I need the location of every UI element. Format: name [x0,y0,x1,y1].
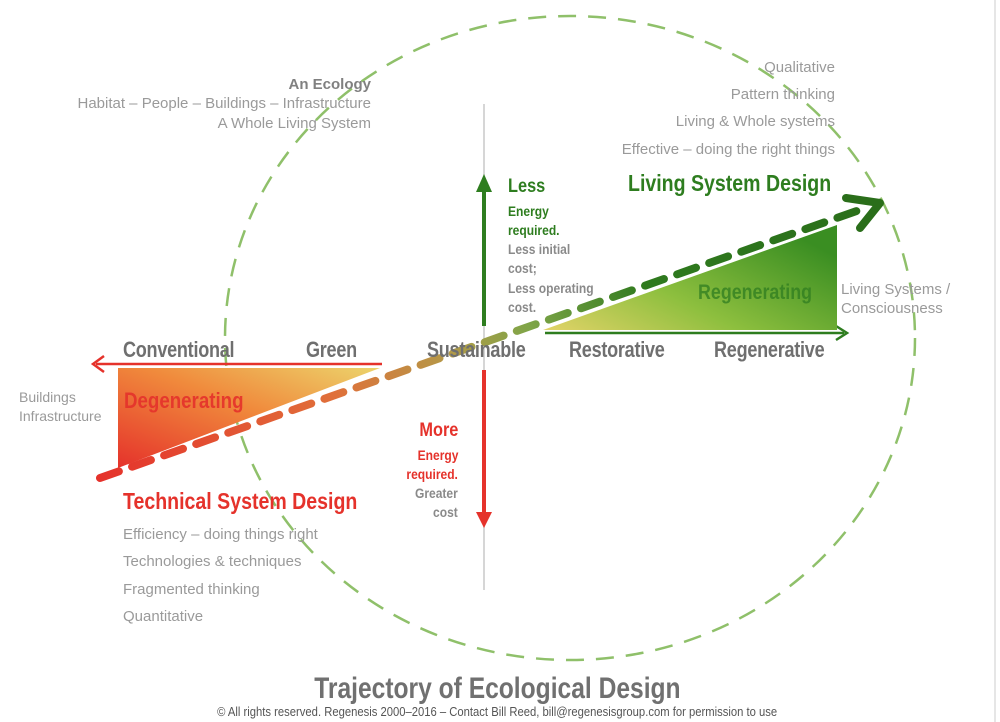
quality-technologies: Technologies & techniques [123,553,302,570]
right-endpoint-label: Living Systems / Consciousness [841,280,950,318]
more-required-text: required. [406,466,458,482]
more-energy-text: Energy [417,447,458,463]
more-greater-text: Greater [415,485,458,501]
ecology-line-1: Habitat – People – Buildings – Infrastru… [77,95,371,112]
ecology-boundary-circle [223,14,917,662]
living-system-design-heading: Living System Design [628,170,832,196]
regenerating-label: Regenerating [698,281,813,304]
quality-quantitative: Quantitative [123,608,204,625]
right-endpoint-line-1: Living Systems / [841,281,951,298]
less-cost-2: cost. [508,299,537,315]
quality-efficiency: Efficiency – doing things right [123,526,318,543]
less-initial-cost: Less initial [508,241,571,257]
copyright-notice: © All rights reserved. Regenesis 2000–20… [0,705,994,719]
down-arrow-icon [476,512,492,528]
quality-pattern-thinking: Pattern thinking [730,86,835,103]
diagram-title-text: Trajectory of Ecological Design [313,672,681,705]
axis-label-regenerative: Regenerative [714,337,825,362]
axis-label-green: Green [306,337,357,362]
less-required: required. [508,222,560,238]
less-operating-cost: Less operating [508,280,594,296]
axis-label-conventional: Conventional [123,337,235,362]
ecology-line-2: A Whole Living System [217,115,371,132]
more-greater: Greater [380,484,458,503]
more-energy: Energy [380,446,458,465]
quality-effective: Effective – doing the right things [621,141,835,158]
right-endpoint-line-2: Consciousness [841,300,943,317]
diagram-title: Trajectory of Ecological Design [0,672,994,706]
left-endpoint-line-2: Infrastructure [19,408,102,424]
copyright-text: © All rights reserved. Regenesis 2000–20… [216,705,777,719]
quality-fragmented-thinking: Fragmented thinking [123,581,260,598]
trajectory-dashed-line [96,203,872,482]
ecology-heading: An Ecology [288,76,371,93]
more-heading: More [380,420,458,442]
left-arrow-icon [90,354,105,374]
more-cost: cost [380,503,458,522]
technical-system-design-heading: Technical System Design [123,488,358,514]
degenerating-label: Degenerating [124,388,244,413]
less-energy: Energy [508,203,549,219]
less-cost-1: cost; [508,260,537,276]
quality-living-whole-systems: Living & Whole systems [675,113,835,130]
axis-label-sustainable: Sustainable [427,337,526,362]
axis-label-restorative: Restorative [569,337,665,362]
more-heading-text: More [418,420,458,441]
more-required: required. [380,465,458,484]
trajectory-arrowhead-icon [842,194,884,232]
degenerating-triangle [118,368,380,468]
left-endpoint-label: Buildings Infrastructure [19,388,101,426]
left-endpoint-line-1: Buildings [19,389,76,405]
more-cost-text: cost [433,504,458,520]
right-arrow-icon [835,324,850,342]
regenerating-triangle [543,225,837,330]
up-arrow-icon [476,174,492,192]
quality-qualitative: Qualitative [764,59,835,76]
less-heading: Less [508,176,546,197]
